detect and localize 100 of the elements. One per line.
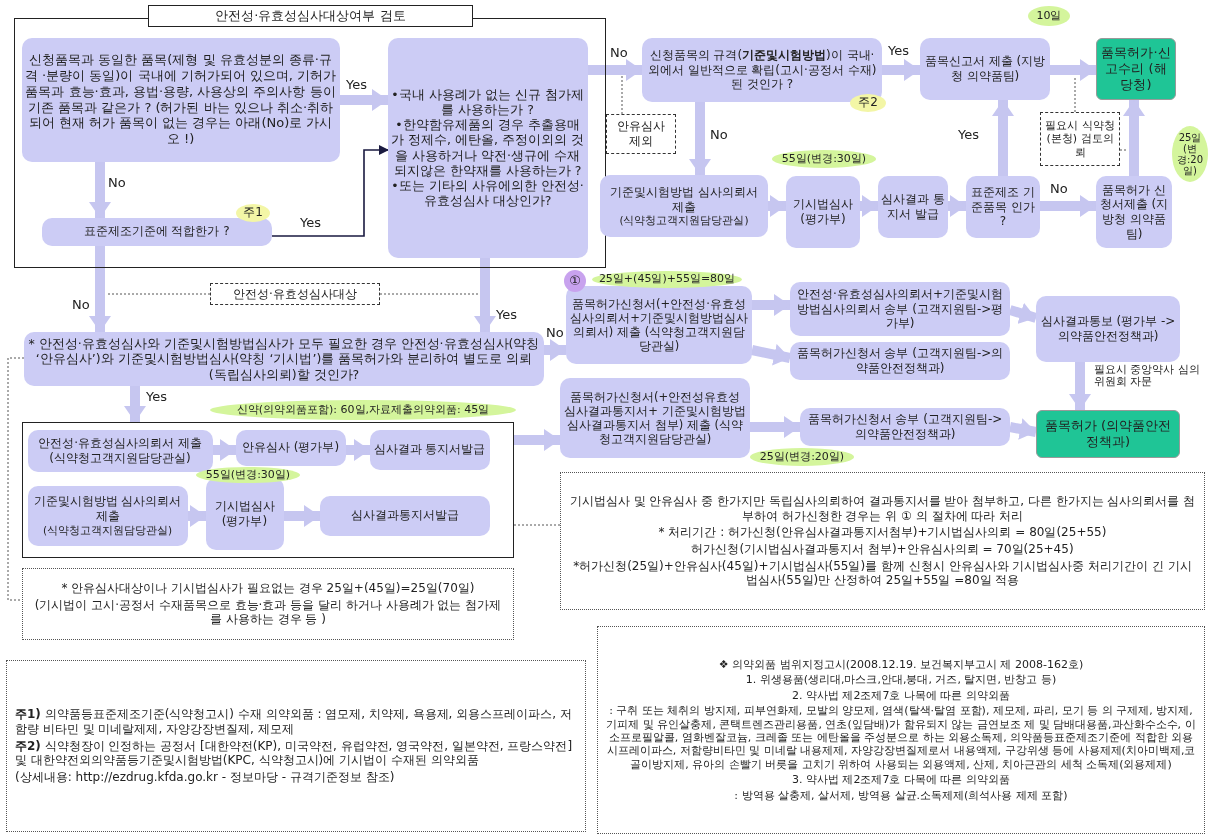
duration-badge: 25일 (변경:20일): [1172, 126, 1208, 182]
box-text: 품목신고서 제출 (지방청 의약품팀): [923, 54, 1047, 84]
note-text: : 구취 또는 체취의 방지제, 피부연화제, 모발의 양모제, 염색(탈색·탈염 포함), 제모제, 파리, 모기 등 의 구제제, 방지제, 기피제 및 유인살충제, 콘택트렌즈관리용품, 연초(잎담배)가 함유되지 않는 금연보조 제 및 담배대용품,과산화수소수, 이소프로필알콜, 염화벤잘코늄, 크레졸 또는 에탄올을 주성분으로 하는 외용소독제, 의약품등표준제조기준에 적합한 외용시프레이파스, 저함량비타민 및 미네랄 내용제제, 자양강장변질제로서 내용액제, 구강위생 등에 사용제제(치아미백제,코골이방지제, 유아의 손빨기 버릇을 고치기 위하여 사용되는 외용액제, 산제, 치아근관의 세척 소독제(외용제제): [606, 704, 1196, 772]
box-text: 심사결과 통지서 발급: [881, 192, 945, 222]
block-arrow: [1123, 100, 1145, 176]
box-text: 안유심사 제외: [616, 119, 666, 149]
edge-label: Yes: [496, 308, 517, 323]
note-text: 허가신청(기시법심사결과통지서 첨부)+안유심사의뢰 = 70일(25+45): [691, 542, 1074, 557]
box-text: 심사결과통지서발급: [350, 508, 459, 523]
note-text: 기시법심사 및 안유심사 중 한가지만 독립심사의뢰하여 결과통지서를 받아 첨부하고, 다른 한가지는 심사의뢰서를 첨부하여 허가신청한 경우는 위 ① 의 절차에 따라 처리: [569, 494, 1196, 524]
leader-line: [379, 293, 480, 295]
note-box: [210, 283, 380, 305]
block-arrow: [689, 102, 711, 175]
block-arrow: [1069, 362, 1091, 410]
note-text: 1. 위생용품(생리대,마스크,안대,붕대, 거즈, 탈지면, 반창고 등): [745, 673, 1057, 687]
block-arrow: [588, 59, 642, 81]
block-arrow: [89, 246, 111, 332]
note-text: 3. 약사법 제2조제7호 다목에 따른 의약외품: [792, 773, 1010, 787]
note-text: ❖ 의약외품 범위지정고시(2008.12.19. 보건복지부고시 제 2008-162호): [718, 657, 1084, 672]
note-text: *허가신청(25일)+안유심사(45일)+기시법심사(55일)를 함께 신청시 안유심사와 기시법심사중 처리기간이 긴 기시법심사(55일)만 산정하여 25일+55일 =80일 적용: [572, 558, 1193, 588]
block-arrow: [124, 386, 146, 422]
block-arrow: [544, 339, 566, 361]
leader-line: [621, 75, 623, 115]
block-arrow: [340, 89, 388, 111]
process-box: [600, 175, 768, 237]
box-text: (식약청고객지원담당관실): [42, 523, 173, 537]
decision-box: [966, 176, 1040, 238]
box-text: 필요시 식약청(본청) 검토의뢰: [1044, 118, 1116, 160]
block-arrow: [860, 195, 878, 217]
block-arrow: [752, 294, 790, 316]
process-box: [786, 176, 860, 248]
box-text: 안전성·유효성심사대상: [233, 286, 357, 302]
note-panel: [560, 472, 1205, 610]
note-text: 2. 약사법 제2조제7호 나목에 따른 의약외품: [792, 688, 1010, 703]
block-arrow: [284, 505, 320, 527]
result-box: [1036, 410, 1180, 458]
block-arrow: [474, 258, 496, 332]
edge-label: No: [710, 128, 728, 143]
process-box: [1096, 176, 1172, 248]
block-arrow: [346, 439, 370, 461]
edge-label: No: [610, 46, 628, 61]
block-arrow: [992, 100, 1014, 176]
connector-arrow: [271, 145, 389, 237]
note-panel: [22, 568, 514, 640]
box-text: 기준및시험방법 심사의뢰서 제출: [609, 184, 759, 215]
process-box: [920, 38, 1050, 100]
block-arrow: [1040, 195, 1096, 217]
box-text: 안유심사 (평가부): [241, 440, 340, 455]
process-box: [1036, 296, 1180, 362]
box-text: 품목허가·신고수리 (해당청): [1100, 45, 1172, 93]
box-text: 심사결과 통지서발급: [373, 442, 486, 457]
note-text: 주2) 식약청장이 인정하는 공정서 [대한약전(KP), 미국약전, 유럽약전, 영국약전, 일본약전, 프랑스약전] 및 대한약전외의약품등기준및시험방법(KPC, 식약청고시)에 기시법이 수재된 의약외품: [15, 738, 574, 768]
duration-badge: 신약(의약외품포함): 60일,자료제출의약외품: 45일: [210, 400, 516, 420]
box-text: 표준제조 기준품목 인가 ?: [970, 185, 1036, 229]
note-panel: [6, 660, 586, 832]
box-text: 품목허가 신청서제출 (지방청 의약품팀): [1099, 182, 1169, 242]
group-title: 안전성·유효성심사대상여부 검토: [148, 5, 473, 27]
block-arrow: [750, 416, 800, 438]
process-box: [566, 286, 752, 364]
note-text: (상세내용: http://ezdrug.kfda.go.kr - 정보마당 - 규격기준정보 참조): [15, 769, 395, 785]
edge-label: Yes: [300, 216, 321, 231]
note-text: * 처리기간 : 허가신청(안유심사결과통지서첨부)+기시법심사의뢰 = 80일(25+55): [658, 525, 1107, 540]
block-arrow: [1009, 418, 1037, 440]
decision-box: [387, 37, 588, 258]
block-arrow: [750, 343, 792, 366]
process-box: [560, 378, 750, 458]
box-text: 신청품목과 동일한 품목(제형 및 유효성분의 종류·규격 ·분량이 동일)이 국내에 기허가되어 있으며, 기허가 품목과 효능·효과, 용법·용량, 사용상의 주의사항 등이 기존 품목과 같은가 ? (허가된 바는 있으나 취소·취하되어 현재 허가 품목이 없는 경우는 아래(No)로 가시오 !): [24, 51, 337, 148]
process-box: [369, 429, 490, 470]
note-badge: 주2: [850, 94, 886, 112]
edge-label: 필요시 중앙약사 심의위원회 자문: [1094, 364, 1201, 388]
leader-line: [1119, 149, 1127, 151]
note-text: 주1) 의약품등표준제조기준(식약청고시) 수재 의약외품 : 염모제, 치약제, 욕용제, 외용스프레이파스, 저함량 비타민 및 미네랄제제, 자양강장변질제, 제모제: [15, 707, 573, 737]
block-arrow: [1050, 59, 1096, 81]
box-text: 안전성·유효성심사의뢰서+기준및시험방법심사의뢰서 송부 (고객지원팀->평가부): [795, 287, 1005, 331]
box-text: •또는 기타의 사유에의한 안전성·유효성심사 대상인가?: [390, 178, 585, 209]
box-text: 품목허가신청서(+안전성유효성 심사결과통지서+ 기준및시험방법심사결과통지서 첨부) 제출 (식약청고객지원담당관실): [563, 389, 747, 447]
box-text: 심사결과통보 (평가부 -> 의약품안전정책과): [1039, 314, 1177, 344]
note-text: (기시법이 고시·공정서 수재품목으로 효능·효과 등을 달리 하거나 사용례가 없는 첨가제를 사용하는 경우 등 ): [33, 597, 503, 627]
result-box: [1096, 38, 1176, 100]
process-box: [800, 408, 1010, 446]
note-box: [1040, 112, 1120, 166]
note-badge: 주1: [236, 204, 270, 222]
leader-line: [105, 293, 211, 295]
edge-label: Yes: [888, 44, 909, 59]
duration-badge: 25일(변경:20일): [750, 448, 854, 466]
group-frame: [22, 422, 514, 558]
leader-line: [1074, 75, 1076, 113]
block-arrow: [882, 59, 920, 81]
edge-label: No: [108, 176, 126, 191]
block-arrow: [188, 505, 206, 527]
process-box: [27, 429, 213, 472]
process-box: [319, 495, 490, 536]
process-box: [878, 176, 948, 238]
box-text: •한약함유제품의 경우 추출용매가 정제수, 에탄올, 주정이외의 것을 사용하거나 약전·생규에 수재되지않은 한약재를 사용하는가 ?: [390, 117, 585, 178]
block-arrow: [1008, 302, 1038, 324]
duration-badge: 10일: [1028, 6, 1070, 26]
box-text: •국내 사용례가 없는 신규 첨가제를 사용하는가 ?: [390, 86, 585, 117]
box-text: 품목허가신청서(+안전성·유효성심사의뢰서+기준및시험방법심사의뢰서) 제출 (식약청고객지원담당관실): [569, 296, 749, 354]
leader-line: [513, 524, 561, 526]
block-arrow: [768, 195, 786, 217]
